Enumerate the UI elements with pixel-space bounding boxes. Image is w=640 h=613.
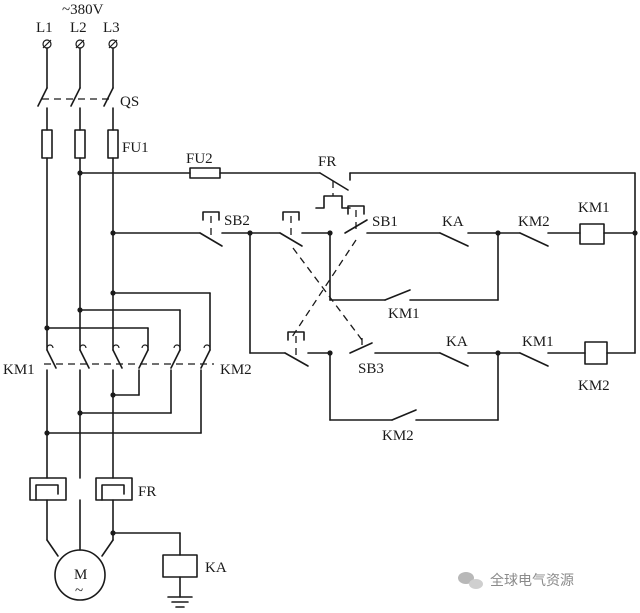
supply-terminals <box>42 39 118 49</box>
motor-feed-wires <box>46 499 114 557</box>
sb3-label: SB3 <box>358 361 384 377</box>
motor-symbol <box>54 549 106 601</box>
sb2-button <box>202 211 220 240</box>
sb2-label: SB2 <box>224 213 250 229</box>
sb1-label: SB1 <box>372 214 398 230</box>
ka-coil-branch <box>112 532 198 608</box>
reversing-feed-wires <box>46 292 211 351</box>
ka-contact-label-mid: KA <box>446 334 468 350</box>
phase-label-l2: L2 <box>70 20 87 36</box>
ka-coil-label: KA <box>205 560 227 576</box>
phase-wires-lower <box>46 369 202 479</box>
phase-wires-middle <box>46 157 114 329</box>
km1-interlock-label: KM1 <box>522 334 554 350</box>
km1-hold-label: KM1 <box>388 306 420 322</box>
motor-ac-mark: ~ <box>75 583 83 599</box>
km2-hold-label: KM2 <box>382 428 414 444</box>
km1-main-contacts <box>46 327 123 369</box>
km1-main-label: KM1 <box>3 362 35 378</box>
watermark-text: 全球电气资源 <box>490 572 574 589</box>
forward-rung <box>112 219 636 247</box>
watermark: 全球电气资源 <box>458 572 574 589</box>
button-interlock-links <box>289 239 363 341</box>
km1-coil-label: KM1 <box>578 200 610 216</box>
fu1-fuses <box>41 129 119 159</box>
control-supply-line <box>79 167 636 354</box>
km2-main-contacts <box>138 344 211 369</box>
phase-label-l3: L3 <box>103 20 120 36</box>
fr-nc-contact <box>315 172 351 209</box>
wechat-icon <box>458 572 483 589</box>
sb1-button <box>347 205 365 230</box>
km2-interlock-label: KM2 <box>518 214 550 230</box>
fr-contact-label: FR <box>318 154 336 170</box>
fu1-label: FU1 <box>122 140 149 156</box>
ka-contact-label-top: KA <box>442 214 464 230</box>
km2-holding-branch <box>329 352 499 421</box>
sb2-nc-bottom <box>287 331 305 358</box>
fu2-label: FU2 <box>186 151 213 167</box>
km2-coil-label: KM2 <box>578 378 610 394</box>
reverse-rung <box>249 232 636 367</box>
phase-label-l1: L1 <box>36 20 53 36</box>
sb3-nc-top <box>282 211 300 240</box>
km2-main-label: KM2 <box>220 362 252 378</box>
qs-label: QS <box>120 94 139 110</box>
motor-label: M <box>74 567 87 583</box>
fr-thermal-elements <box>29 477 133 501</box>
km1-holding-branch <box>329 232 499 301</box>
supply-voltage-label: ~380V <box>62 2 104 18</box>
qs-switch <box>37 87 114 131</box>
fr-main-label: FR <box>138 484 156 500</box>
phase-wires-upper <box>46 47 114 89</box>
